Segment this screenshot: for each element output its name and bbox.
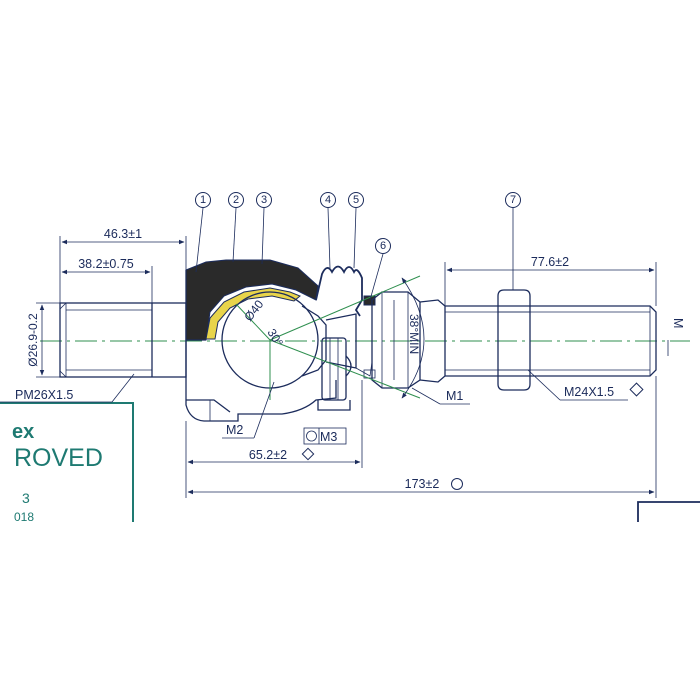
ball-stud: [221, 291, 357, 389]
right-edge-label: M: [671, 318, 685, 328]
stamp-line-1: ex: [12, 421, 34, 443]
svg-text:7: 7: [510, 194, 516, 206]
dimension-173: 173±2: [185, 376, 657, 498]
right-shaft: [445, 305, 657, 377]
callout-thread-left: PM26X1.5: [0, 373, 135, 403]
dimension-diameter-26-9: Ø26.9-0.2: [26, 302, 60, 378]
angle-construction-lines: [235, 275, 425, 400]
svg-text:Ø26.9-0.2: Ø26.9-0.2: [26, 313, 40, 367]
callout-m1: M1: [411, 387, 470, 405]
stamp-line-3: 3: [22, 490, 30, 506]
balloon-6: 6: [375, 238, 391, 254]
shaft-nut: [497, 289, 531, 391]
balloon-2: 2: [228, 192, 244, 208]
rubber-boot: [315, 265, 373, 411]
bearing-shell: [205, 287, 301, 340]
svg-text:3: 3: [261, 194, 267, 206]
stamp-line-2: ROVED: [14, 444, 103, 472]
ball-diameter-label: Ø40: [241, 297, 266, 324]
svg-text:M1: M1: [446, 389, 463, 403]
retaining-ring: [363, 295, 376, 379]
svg-text:M2: M2: [226, 423, 243, 437]
svg-text:4: 4: [325, 194, 331, 206]
balloon-leaders: [195, 207, 514, 301]
balloon-3: 3: [256, 192, 272, 208]
stud-neck-and-hex: [371, 291, 446, 389]
balloon-4: 4: [320, 192, 336, 208]
left-threaded-shank: [59, 302, 187, 378]
approval-stamp: ex ROVED 3 018: [0, 402, 134, 524]
title-block-corner: [637, 501, 700, 522]
svg-text:PM26X1.5: PM26X1.5: [15, 388, 73, 402]
svg-text:65.2±2: 65.2±2: [249, 448, 287, 462]
callout-thread-right: M24X1.5: [527, 369, 644, 401]
svg-text:1: 1: [200, 194, 206, 206]
svg-text:38.2±0.75: 38.2±0.75: [78, 257, 134, 271]
dimension-77-6: 77.6±2: [444, 255, 657, 306]
svg-text:173±2: 173±2: [405, 477, 440, 491]
balloon-7: 7: [505, 192, 521, 208]
balloon-1: 1: [195, 192, 211, 208]
dimension-46-3: 46.3±1: [59, 227, 187, 303]
svg-text:M3: M3: [320, 430, 337, 444]
svg-text:5: 5: [353, 194, 359, 206]
dimension-65-2: 65.2±2: [185, 380, 363, 468]
svg-text:46.3±1: 46.3±1: [104, 227, 142, 241]
svg-text:6: 6: [380, 240, 386, 252]
callout-m2: M2: [222, 381, 275, 439]
stamp-line-4: 018: [14, 510, 34, 524]
balloon-5: 5: [348, 192, 364, 208]
svg-text:77.6±2: 77.6±2: [531, 255, 569, 269]
svg-text:2: 2: [233, 194, 239, 206]
socket-housing: [185, 270, 337, 422]
ball-angle-label: 30°: [264, 326, 286, 349]
dimension-38-2: 38.2±0.75: [61, 257, 153, 303]
callout-m3: M3: [303, 427, 347, 445]
svg-text:M24X1.5: M24X1.5: [564, 385, 614, 399]
angle-min-label: 38°MIN: [407, 314, 421, 354]
